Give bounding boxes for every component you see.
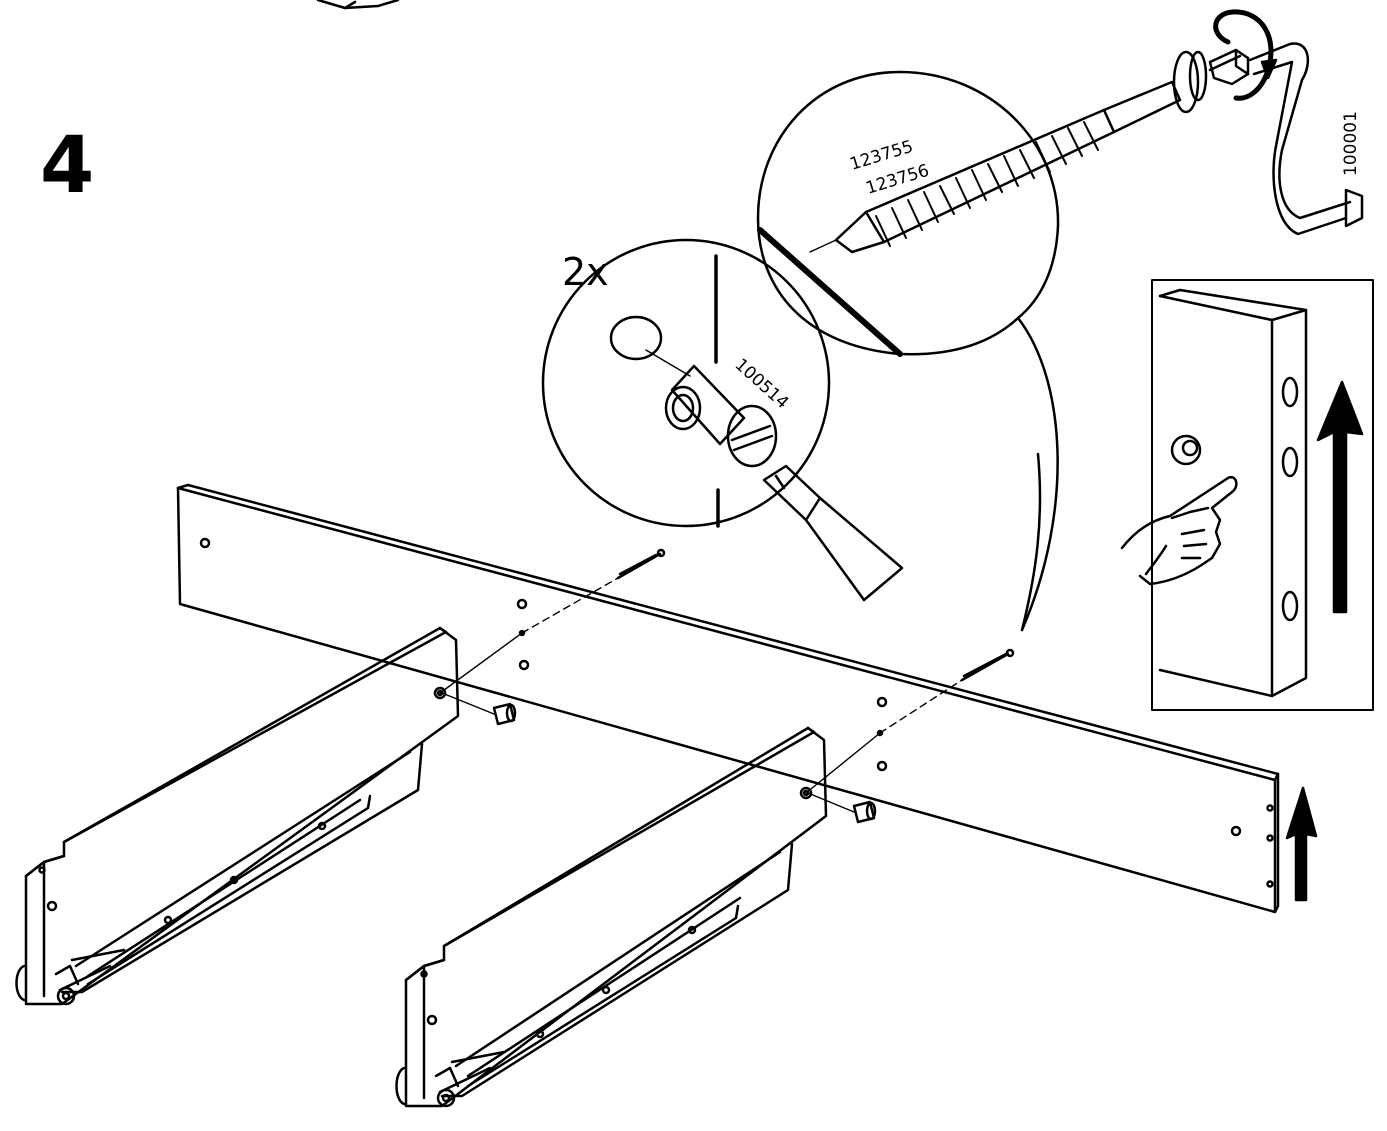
screwdriver-tool xyxy=(762,464,904,602)
back-rail-panel xyxy=(176,483,1280,914)
left-drawer-runner xyxy=(15,742,424,1006)
allen-key-part-number: 100001 xyxy=(1341,111,1361,176)
cam-nut-right xyxy=(852,800,877,824)
cam-nut-left xyxy=(492,702,517,726)
bolt-closeup xyxy=(809,50,1242,254)
step-number: 4 xyxy=(40,121,94,211)
cam-nut-quantity: 2x xyxy=(562,250,609,294)
allen-key-tool xyxy=(1208,42,1364,236)
cam-nut-closeup xyxy=(664,364,778,468)
bolt-detail-bubble xyxy=(756,70,1060,632)
push-up-arrow-inset-icon xyxy=(1316,380,1364,614)
inset-frame xyxy=(1151,279,1374,711)
cam-nut-part-number: 100514 xyxy=(731,355,793,413)
rotate-clockwise-icon xyxy=(1213,9,1278,101)
right-drawer-side xyxy=(404,726,828,1108)
bolt-right xyxy=(960,648,1015,682)
assembly-guide-lines xyxy=(439,577,963,813)
hand-press-icon xyxy=(1120,475,1238,586)
bolt-left xyxy=(616,548,666,580)
left-drawer-side xyxy=(24,626,460,1006)
right-drawer-runner xyxy=(395,842,794,1108)
previous-step-fragment xyxy=(316,0,400,10)
inset-panel-edge xyxy=(1158,288,1308,698)
push-up-arrow-main-icon xyxy=(1285,786,1318,902)
cam-nut-detail-bubble xyxy=(541,238,831,528)
